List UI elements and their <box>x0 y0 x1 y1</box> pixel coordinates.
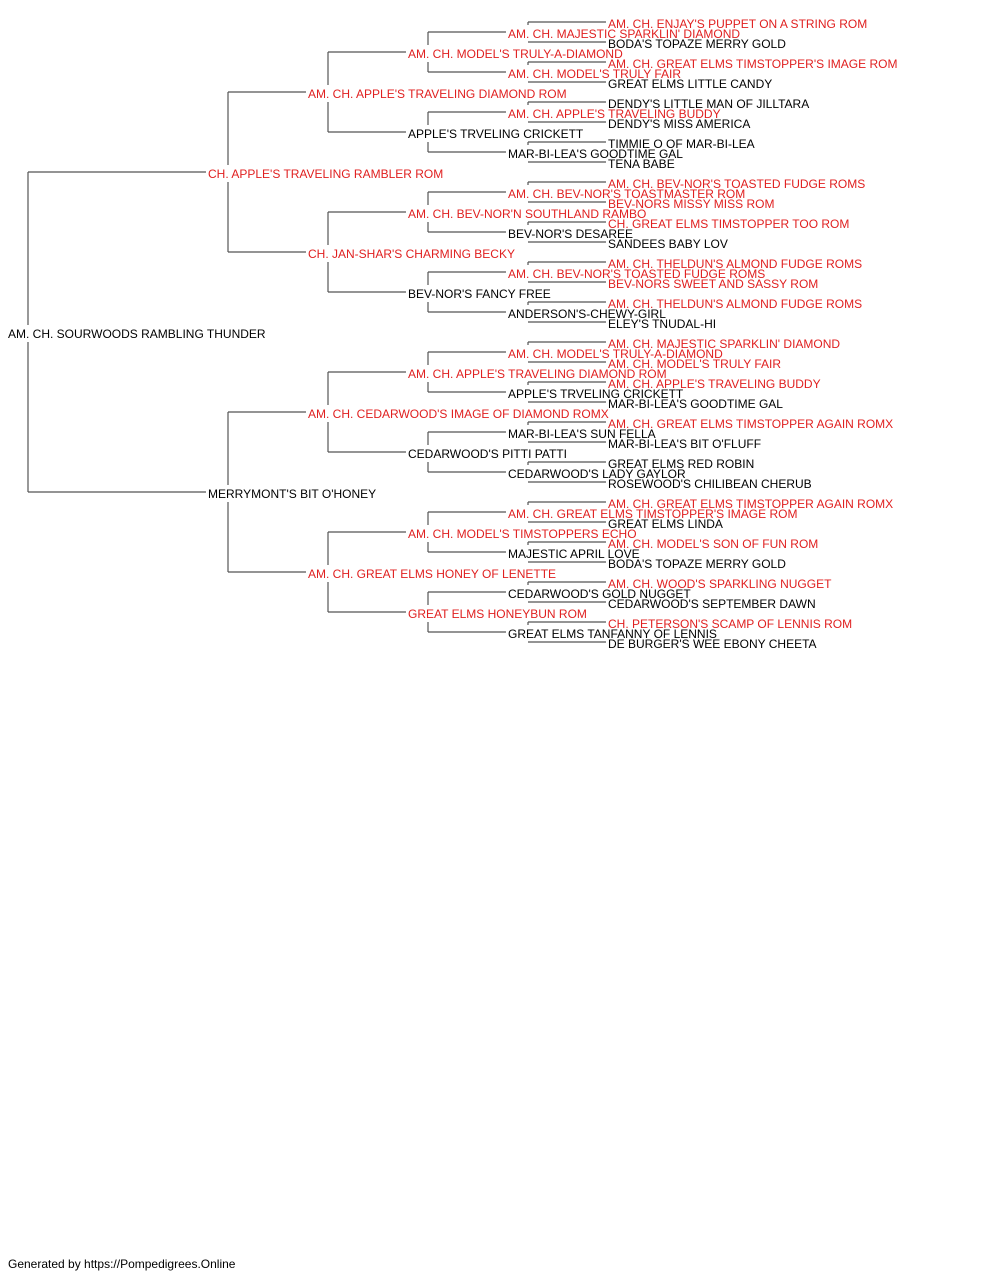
ancestor-name: BEV-NORS SWEET AND SASSY ROM <box>608 277 818 291</box>
ancestor-name: AM. CH. GREAT ELMS TIMSTOPPER'S IMAGE RO… <box>608 57 897 71</box>
ancestor-name: CEDARWOOD'S PITTI PATTI <box>408 447 567 461</box>
ancestor-name: CH. APPLE'S TRAVELING RAMBLER ROM <box>208 167 443 181</box>
ancestor-name: AM. CH. APPLE'S TRAVELING DIAMOND ROM <box>308 87 567 101</box>
ancestor-name: BEV-NORS MISSY MISS ROM <box>608 197 774 211</box>
ancestor-name: BODA'S TOPAZE MERRY GOLD <box>608 37 786 51</box>
ancestor-name: BEV-NOR'S DESAREE <box>508 227 633 241</box>
ancestor-name: APPLE'S TRVELING CRICKETT <box>408 127 584 141</box>
ancestor-name: AM. CH. MODEL'S TIMSTOPPERS ECHO <box>408 527 637 541</box>
ancestor-name: DENDY'S MISS AMERICA <box>608 117 750 131</box>
ancestor-name: ELEY'S TNUDAL-HI <box>608 317 716 331</box>
ancestor-name: MAR-BI-LEA'S BIT O'FLUFF <box>608 437 761 451</box>
ancestor-name: AM. CH. APPLE'S TRAVELING BUDDY <box>508 107 721 121</box>
ancestor-name: AM. CH. MODEL'S TRULY-A-DIAMOND <box>508 347 723 361</box>
ancestor-name: AM. CH. GREAT ELMS HONEY OF LENETTE <box>308 567 556 581</box>
ancestor-name: AM. CH. THELDUN'S ALMOND FUDGE ROMS <box>608 297 862 311</box>
ancestor-name: SANDEES BABY LOV <box>608 237 728 251</box>
ancestor-name: AM. CH. MODEL'S TRULY FAIR <box>608 357 781 371</box>
ancestor-name: MAR-BI-LEA'S GOODTIME GAL <box>508 147 683 161</box>
ancestor-name: CEDARWOOD'S GOLD NUGGET <box>508 587 691 601</box>
ancestor-name: AM. CH. BEV-NOR'N SOUTHLAND RAMBO <box>408 207 646 221</box>
ancestor-name: TENA BABE <box>608 157 675 171</box>
ancestor-name: AM. CH. GREAT ELMS TIMSTOPPER'S IMAGE RO… <box>508 507 797 521</box>
ancestor-name: ROSEWOOD'S CHILIBEAN CHERUB <box>608 477 812 491</box>
ancestor-name: GREAT ELMS HONEYBUN ROM <box>408 607 587 621</box>
ancestor-name: TIMMIE O OF MAR-BI-LEA <box>608 137 755 151</box>
ancestor-name: BODA'S TOPAZE MERRY GOLD <box>608 557 786 571</box>
ancestor-name: AM. CH. BEV-NOR'S TOASTMASTER ROM <box>508 187 745 201</box>
ancestor-name: AM. CH. ENJAY'S PUPPET ON A STRING ROM <box>608 17 867 31</box>
ancestor-name: AM. CH. MAJESTIC SPARKLIN' DIAMOND <box>608 337 840 351</box>
footer-credit: Generated by https://Pompedigrees.Online <box>8 1257 236 1271</box>
ancestor-name: AM. CH. MAJESTIC SPARKLIN' DIAMOND <box>508 27 740 41</box>
ancestor-name: AM. CH. MODEL'S TRULY FAIR <box>508 67 681 81</box>
ancestor-name: AM. CH. BEV-NOR'S TOASTED FUDGE ROMS <box>508 267 765 281</box>
ancestor-name: MAR-BI-LEA'S SUN FELLA <box>508 427 656 441</box>
ancestor-name: CH. GREAT ELMS TIMSTOPPER TOO ROM <box>608 217 849 231</box>
ancestor-name: AM. CH. MODEL'S TRULY-A-DIAMOND <box>408 47 623 61</box>
ancestor-name: AM. CH. GREAT ELMS TIMSTOPPER AGAIN ROMX <box>608 417 893 431</box>
subject-dog-name: AM. CH. SOURWOODS RAMBLING THUNDER <box>8 327 266 341</box>
ancestor-name: DENDY'S LITTLE MAN OF JILLTARA <box>608 97 809 111</box>
ancestor-name: AM. CH. MODEL'S SON OF FUN ROM <box>608 537 818 551</box>
ancestor-name: BEV-NOR'S FANCY FREE <box>408 287 551 301</box>
ancestor-name: ANDERSON'S-CHEWY-GIRL <box>508 307 666 321</box>
ancestor-name: MAR-BI-LEA'S GOODTIME GAL <box>608 397 783 411</box>
ancestor-name: AM. CH. THELDUN'S ALMOND FUDGE ROMS <box>608 257 862 271</box>
ancestor-name: AM. CH. APPLE'S TRAVELING DIAMOND ROM <box>408 367 667 381</box>
ancestor-name: GREAT ELMS LITTLE CANDY <box>608 77 772 91</box>
ancestor-name: AM. CH. BEV-NOR'S TOASTED FUDGE ROMS <box>608 177 865 191</box>
ancestor-name: CEDARWOOD'S LADY GAYLOR <box>508 467 686 481</box>
ancestor-name: GREAT ELMS TANFANNY OF LENNIS <box>508 627 717 641</box>
ancestor-name: GREAT ELMS LINDA <box>608 517 723 531</box>
ancestor-name: MERRYMONT'S BIT O'HONEY <box>208 487 376 501</box>
ancestor-name: APPLE'S TRVELING CRICKETT <box>508 387 684 401</box>
ancestor-name: AM. CH. CEDARWOOD'S IMAGE OF DIAMOND ROM… <box>308 407 609 421</box>
ancestor-name: CEDARWOOD'S SEPTEMBER DAWN <box>608 597 816 611</box>
ancestor-name: GREAT ELMS RED ROBIN <box>608 457 754 471</box>
ancestor-name: DE BURGER'S WEE EBONY CHEETA <box>608 637 817 651</box>
ancestor-name: CH. PETERSON'S SCAMP OF LENNIS ROM <box>608 617 852 631</box>
ancestor-name: MAJESTIC APRIL LOVE <box>508 547 640 561</box>
ancestor-name: AM. CH. GREAT ELMS TIMSTOPPER AGAIN ROMX <box>608 497 893 511</box>
ancestor-name: AM. CH. APPLE'S TRAVELING BUDDY <box>608 377 821 391</box>
ancestor-name: CH. JAN-SHAR'S CHARMING BECKY <box>308 247 515 261</box>
ancestor-name: AM. CH. WOOD'S SPARKLING NUGGET <box>608 577 832 591</box>
